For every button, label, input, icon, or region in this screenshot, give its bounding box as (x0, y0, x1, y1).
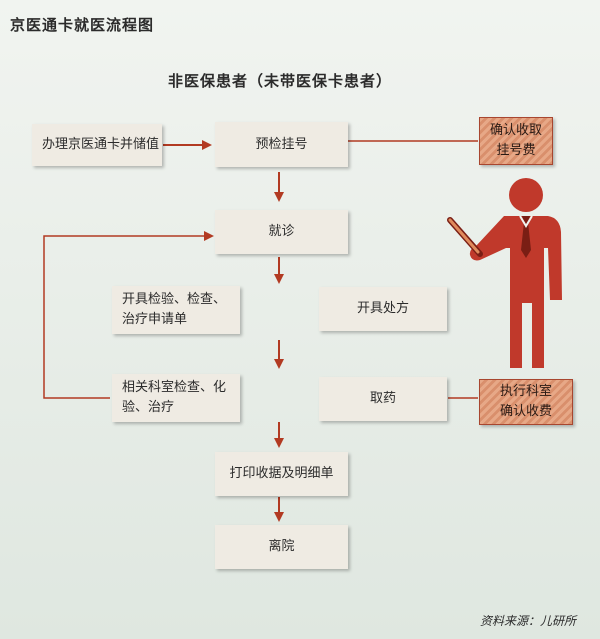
page-title: 京医通卡就医流程图 (10, 16, 155, 34)
node-exams: 相关科室检查、化 验、治疗 (112, 374, 240, 422)
node-pay-registration: 确认收取 挂号费 (479, 117, 553, 165)
node-pay-registration-line1: 确认收取 (489, 123, 542, 138)
node-card: 办理京医通卡并储值 (32, 124, 162, 166)
node-exams-line2: 验、治疗 (122, 400, 175, 415)
node-pay-department: 执行科室 确认收费 (479, 379, 573, 425)
node-visit: 就诊 (215, 210, 348, 254)
node-pay-department-line1: 执行科室 (499, 384, 552, 399)
node-visit-label: 就诊 (268, 224, 295, 239)
node-precheck-label: 预检挂号 (255, 136, 308, 152)
node-print-receipt: 打印收据及明细单 (215, 452, 348, 496)
diagram-subtitle: 非医保患者（未带医保卡患者） (168, 72, 393, 90)
node-print-receipt-label: 打印收据及明细单 (229, 466, 334, 481)
source-note: 资料来源：儿研所 (479, 614, 576, 628)
node-orders: 开具检验、检查、 治疗申请单 (112, 286, 240, 334)
presenter-figure-icon (447, 178, 562, 368)
node-exams-line1: 相关科室检查、化 (122, 380, 227, 395)
node-medicine: 取药 (319, 377, 447, 421)
node-orders-line2: 治疗申请单 (122, 312, 188, 327)
node-precheck: 预检挂号 (215, 122, 348, 167)
node-prescription-label: 开具处方 (356, 301, 409, 316)
node-orders-line1: 开具检验、检查、 (122, 292, 227, 307)
node-medicine-label: 取药 (369, 391, 396, 406)
node-pay-registration-line2: 挂号费 (496, 143, 536, 158)
node-card-label: 办理京医通卡并储值 (42, 137, 160, 152)
node-leave-label: 离院 (268, 539, 295, 554)
edge-exams-loop-to-visit (43, 231, 214, 399)
node-leave: 离院 (215, 525, 348, 569)
node-prescription: 开具处方 (319, 287, 447, 331)
node-pay-department-line2: 确认收费 (499, 404, 552, 419)
